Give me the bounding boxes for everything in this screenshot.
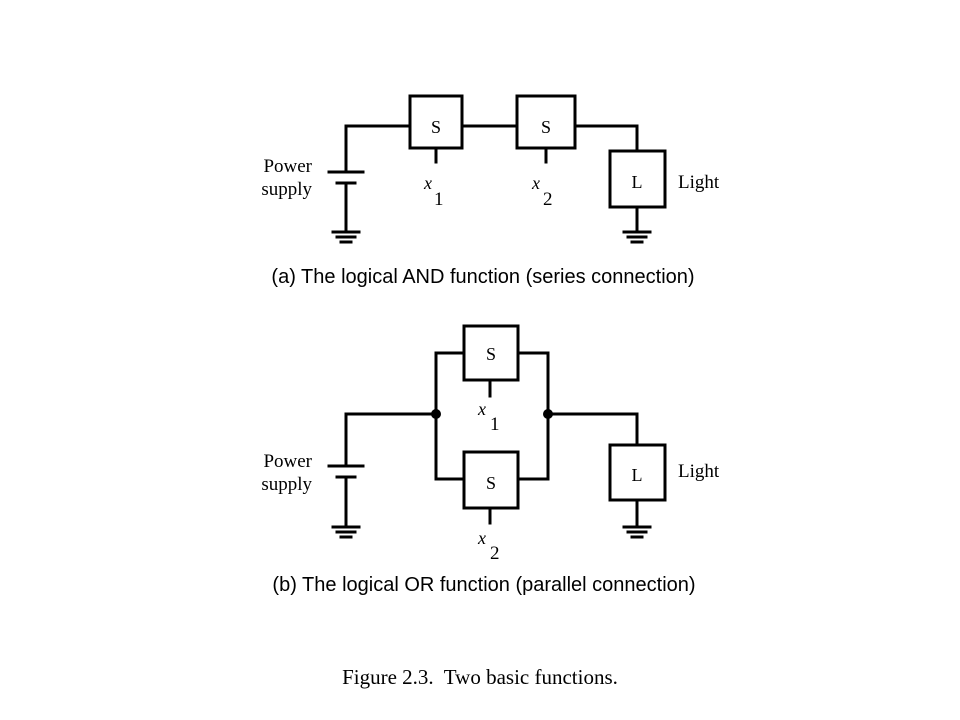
input-b-x2-var: x bbox=[477, 528, 486, 548]
switch-b1-label: S bbox=[486, 344, 496, 364]
light-b-box bbox=[608, 443, 667, 502]
light-b-label: Light bbox=[678, 461, 720, 482]
and-circuit: S S L Power supply Light x 1 x 2 (a) The… bbox=[261, 94, 720, 288]
switch-a1-label: S bbox=[431, 117, 441, 137]
ground-b-left-icon bbox=[331, 525, 361, 539]
switch-b2-box bbox=[462, 450, 520, 510]
caption-a: (a) The logical AND function (series con… bbox=[271, 266, 694, 288]
light-a-label: Light bbox=[678, 172, 720, 193]
or-circuit: S S L Power supply Light x 1 x 2 (b) The… bbox=[261, 324, 720, 596]
power-supply-a-label-line1: Power bbox=[263, 156, 312, 177]
light-a-box-label: L bbox=[632, 172, 643, 192]
wire-b-right-node-to-light bbox=[546, 412, 639, 447]
power-supply-b-symbol bbox=[327, 412, 365, 528]
input-a-x2-sub: 2 bbox=[543, 189, 553, 210]
switch-b1-box bbox=[462, 324, 520, 382]
input-b-x1-sub: 1 bbox=[490, 414, 500, 435]
caption-b: (b) The logical OR function (parallel co… bbox=[272, 574, 695, 596]
junction-b-left-dot bbox=[431, 409, 441, 419]
figure-caption: Figure 2.3. Two basic functions. bbox=[342, 665, 618, 689]
input-a-x2-var: x bbox=[531, 173, 540, 193]
power-supply-b-label-line2: supply bbox=[261, 474, 312, 495]
switch-a2-box bbox=[515, 94, 577, 150]
power-supply-a-symbol bbox=[327, 124, 365, 233]
input-a-x1-sub: 1 bbox=[434, 189, 444, 210]
junction-b-right-dot bbox=[543, 409, 553, 419]
input-a-x1-var: x bbox=[423, 173, 432, 193]
input-b-x2-sub: 2 bbox=[490, 543, 500, 564]
ground-a-left-icon bbox=[331, 230, 361, 244]
input-b-x1-var: x bbox=[477, 399, 486, 419]
switch-a1-box bbox=[408, 94, 464, 150]
ground-a-right-icon bbox=[622, 230, 652, 244]
light-a-box bbox=[608, 149, 667, 209]
switch-b2-label: S bbox=[486, 473, 496, 493]
switch-a2-label: S bbox=[541, 117, 551, 137]
light-b-box-label: L bbox=[632, 465, 643, 485]
wire-a-s2-to-light bbox=[573, 124, 639, 153]
power-supply-b-label-line1: Power bbox=[263, 451, 312, 472]
ground-b-right-icon bbox=[622, 525, 652, 539]
power-supply-a-label-line2: supply bbox=[261, 179, 312, 200]
